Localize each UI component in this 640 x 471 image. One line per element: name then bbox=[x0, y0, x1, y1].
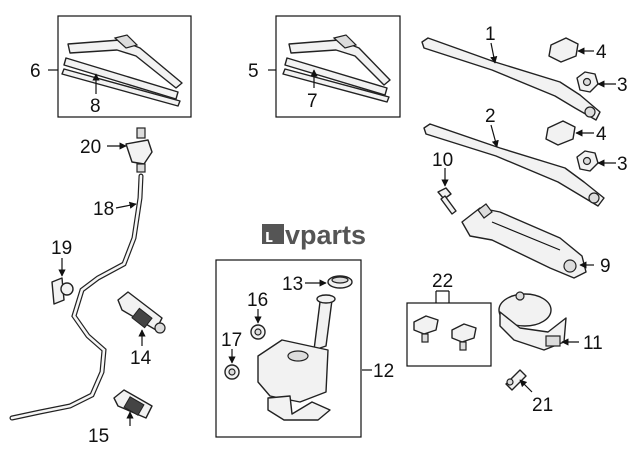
callout-2: 2 bbox=[485, 106, 496, 127]
leader-lines bbox=[48, 42, 616, 426]
pump-grommet-lower bbox=[224, 364, 240, 380]
arm-cap-upper bbox=[548, 37, 579, 63]
callout-11: 11 bbox=[583, 333, 603, 354]
linkage-bolt bbox=[437, 187, 457, 215]
washer-nozzle-left bbox=[413, 315, 439, 343]
callout-3-lower: 3 bbox=[617, 154, 628, 175]
wiper-blade-left bbox=[61, 34, 183, 107]
callout-22: 22 bbox=[432, 271, 453, 292]
callout-14: 14 bbox=[130, 348, 152, 369]
arm-cap-lower bbox=[545, 120, 576, 146]
washer-nozzle-right bbox=[451, 323, 477, 351]
nozzle-box-bracket bbox=[435, 290, 450, 303]
washer-pump-rear bbox=[113, 389, 153, 419]
check-valve bbox=[125, 127, 153, 173]
callout-19: 19 bbox=[51, 238, 72, 259]
callout-18: 18 bbox=[93, 199, 114, 220]
callout-9: 9 bbox=[600, 256, 611, 277]
arm-nut-lower bbox=[576, 150, 599, 172]
wiper-blade-box-left bbox=[57, 15, 192, 118]
callout-16: 16 bbox=[247, 290, 268, 311]
hose-clip bbox=[51, 277, 74, 305]
arm-nut-upper bbox=[576, 71, 599, 93]
pump-grommet-upper bbox=[250, 324, 266, 340]
callout-1: 1 bbox=[485, 24, 496, 45]
hose-connector bbox=[505, 369, 527, 391]
callout-8: 8 bbox=[90, 96, 101, 117]
callout-17: 17 bbox=[221, 330, 242, 351]
callout-4-lower: 4 bbox=[596, 124, 607, 145]
wiper-blade-right bbox=[282, 34, 391, 103]
callout-12: 12 bbox=[373, 361, 394, 382]
reservoir-cap bbox=[327, 275, 353, 289]
wiper-motor bbox=[498, 291, 567, 351]
washer-hose bbox=[9, 173, 144, 421]
callout-21: 21 bbox=[532, 395, 553, 416]
callout-3-upper: 3 bbox=[617, 75, 628, 96]
wiper-arm-lower bbox=[423, 123, 605, 207]
callout-6: 6 bbox=[30, 61, 41, 82]
logo-text: vparts bbox=[285, 220, 366, 250]
washer-nozzle-box bbox=[406, 302, 492, 367]
washer-pump-front bbox=[117, 291, 166, 334]
callout-4-upper: 4 bbox=[596, 42, 607, 63]
wiper-arm-upper bbox=[421, 37, 601, 121]
callout-20: 20 bbox=[80, 137, 101, 158]
logo-mark: ʟ bbox=[265, 226, 273, 246]
wiper-linkage bbox=[461, 203, 587, 279]
wiper-blade-box-right bbox=[275, 15, 401, 118]
callout-10: 10 bbox=[432, 150, 453, 171]
logo: ʟ vparts bbox=[262, 220, 366, 250]
washer-reservoir bbox=[257, 294, 336, 421]
callout-5: 5 bbox=[248, 61, 259, 82]
callout-15: 15 bbox=[88, 426, 109, 447]
callout-13: 13 bbox=[282, 274, 303, 295]
logo-mark-icon bbox=[262, 224, 284, 244]
washer-reservoir-box bbox=[215, 259, 362, 438]
callout-7: 7 bbox=[307, 91, 318, 112]
